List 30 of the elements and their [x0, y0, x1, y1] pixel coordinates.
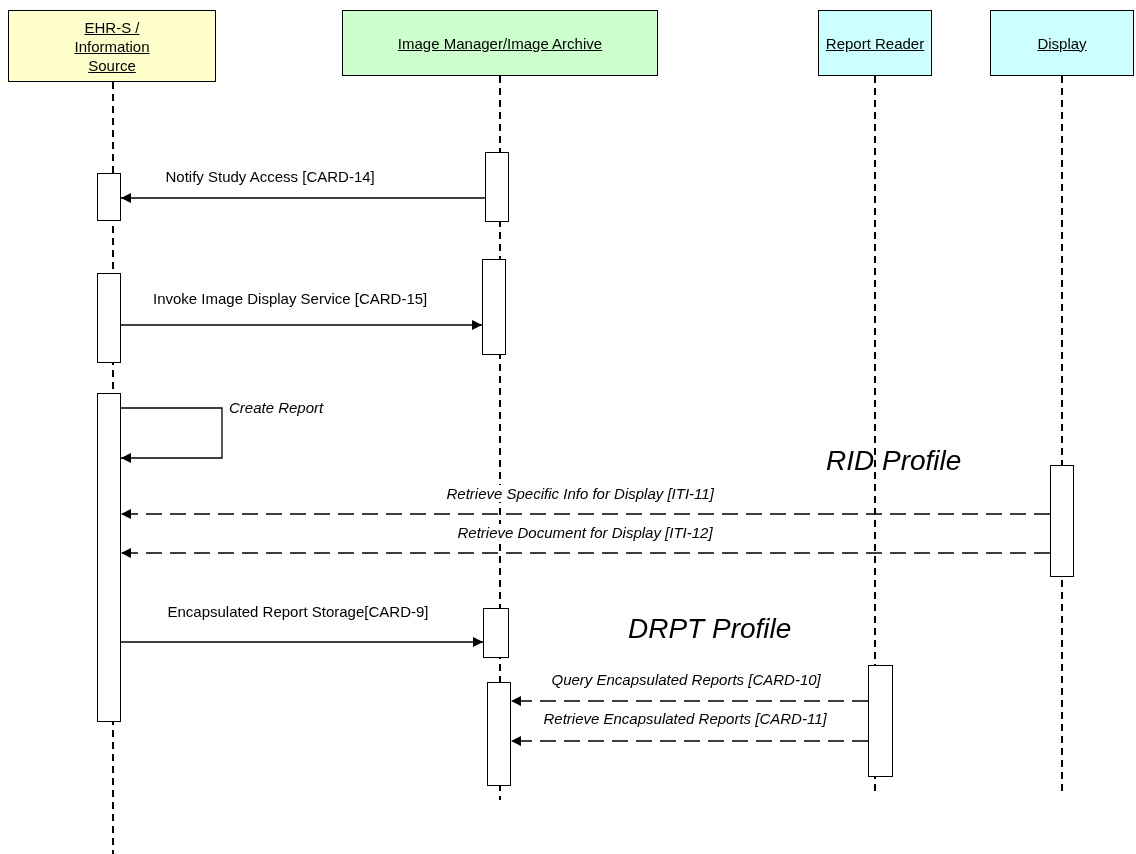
message-label: Notify Study Access [CARD-14]: [164, 168, 376, 185]
message-label: Query Encapsulated Reports [CARD-10]: [550, 671, 822, 688]
message-arrow: [510, 736, 869, 746]
message-arrow: [120, 637, 484, 647]
message-arrow: [510, 696, 869, 706]
activation-bar: [97, 173, 121, 221]
message-label: Retrieve Encapsulated Reports [CARD-11]: [542, 710, 828, 727]
activation-bar: [483, 608, 509, 658]
message-arrow: [120, 193, 486, 203]
profile-label: DRPT Profile: [628, 613, 792, 645]
activation-bar: [485, 152, 509, 222]
message-label: Retrieve Document for Display [ITI-12]: [456, 524, 714, 541]
activation-bar: [487, 682, 511, 786]
message-arrow: [120, 509, 1051, 519]
message-arrow: [120, 407, 223, 463]
message-label: Encapsulated Report Storage[CARD-9]: [166, 603, 430, 620]
message-arrow: [120, 548, 1051, 558]
participant-box: Report Reader: [818, 10, 932, 76]
message-label: Invoke Image Display Service [CARD-15]: [152, 290, 429, 307]
message-label: Retrieve Specific Info for Display [ITI-11]: [445, 485, 715, 502]
message-arrow: [120, 320, 483, 330]
activation-bar: [1050, 465, 1074, 577]
activation-bar: [482, 259, 506, 355]
profile-label: RID Profile: [826, 445, 962, 477]
activation-bar: [868, 665, 893, 777]
participant-box: Display: [990, 10, 1134, 76]
participant-box: Image Manager/Image Archive: [342, 10, 658, 76]
participant-box: EHR-S / Information Source: [8, 10, 216, 82]
activation-bar: [97, 393, 121, 722]
activation-bar: [97, 273, 121, 363]
